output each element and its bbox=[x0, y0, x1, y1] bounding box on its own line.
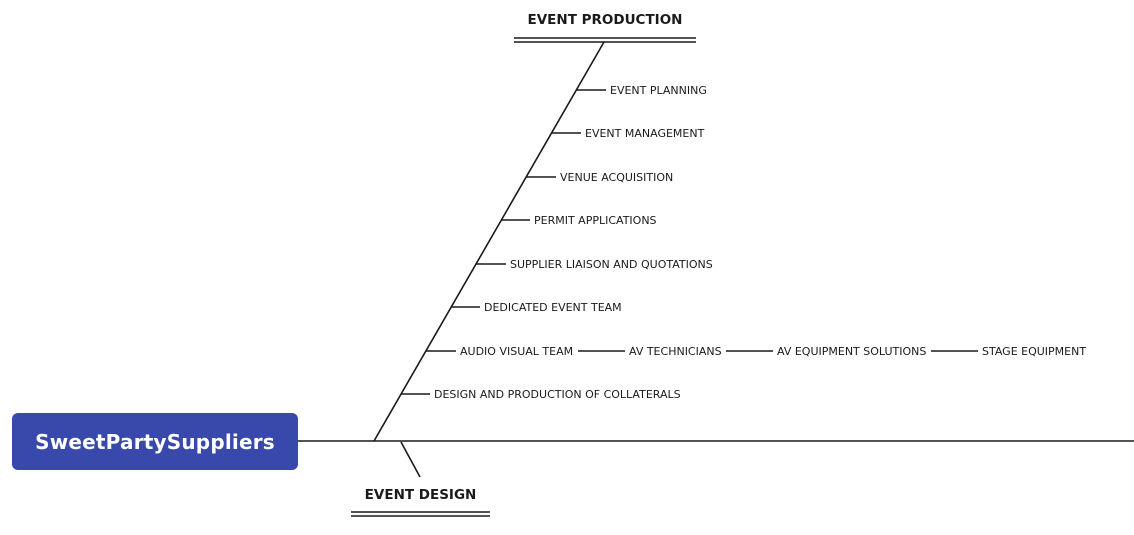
item-design-production-collaterals[interactable]: DESIGN AND PRODUCTION OF COLLATERALS bbox=[434, 388, 681, 401]
item-stage-equipment[interactable]: STAGE EQUIPMENT bbox=[982, 345, 1087, 358]
item-supplier-liaison[interactable]: SUPPLIER LIAISON AND QUOTATIONS bbox=[510, 258, 713, 271]
item-dedicated-event-team[interactable]: DEDICATED EVENT TEAM bbox=[484, 301, 622, 314]
production-bone bbox=[373, 41, 605, 442]
category-event-design[interactable]: EVENT DESIGN bbox=[364, 487, 477, 503]
item-permit-applications[interactable]: PERMIT APPLICATIONS bbox=[534, 214, 657, 227]
item-venue-acquisition[interactable]: VENUE ACQUISITION bbox=[560, 171, 674, 184]
root-node[interactable]: SweetPartySuppliers bbox=[12, 413, 298, 470]
item-av-equipment-solutions[interactable]: AV EQUIPMENT SOLUTIONS bbox=[777, 345, 927, 358]
item-event-planning[interactable]: EVENT PLANNING bbox=[610, 84, 707, 97]
item-audio-visual-team[interactable]: AUDIO VISUAL TEAM bbox=[460, 345, 574, 358]
item-av-technicians[interactable]: AV TECHNICIANS bbox=[629, 345, 722, 358]
design-bone bbox=[400, 441, 421, 478]
root-label: SweetPartySuppliers bbox=[35, 429, 275, 454]
category-event-production[interactable]: EVENT PRODUCTION bbox=[527, 12, 683, 28]
item-event-management[interactable]: EVENT MANAGEMENT bbox=[585, 127, 705, 140]
